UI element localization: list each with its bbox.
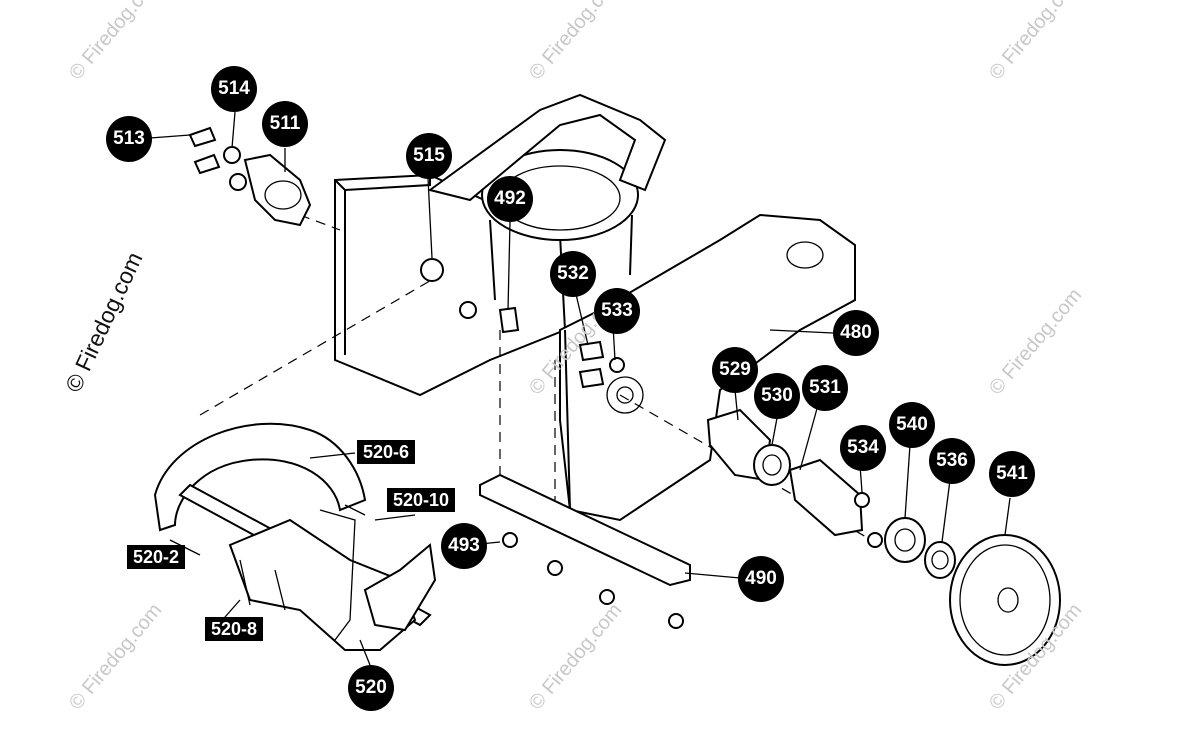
callout-541[interactable]: 541	[989, 451, 1035, 497]
callout-540[interactable]: 540	[889, 402, 935, 448]
scraper-bar-490	[479, 473, 691, 587]
bearing-plate-531	[788, 458, 864, 537]
callout-531[interactable]: 531	[802, 365, 848, 411]
callout-514[interactable]: 514	[211, 66, 257, 112]
bearing-flange-511	[243, 153, 312, 227]
callout-533[interactable]: 533	[594, 288, 640, 334]
callout-530[interactable]: 530	[754, 373, 800, 419]
impeller-paddle	[228, 518, 417, 651]
callout-529[interactable]: 529	[712, 347, 758, 393]
callout-490[interactable]: 490	[738, 556, 784, 602]
callout-493[interactable]: 493	[441, 523, 487, 569]
callout-513[interactable]: 513	[106, 116, 152, 162]
callout-492[interactable]: 492	[487, 176, 533, 222]
tag-520-6[interactable]: 520-6	[357, 440, 416, 464]
impeller-housing-520-2	[153, 422, 367, 532]
tag-520-2[interactable]: 520-2	[127, 545, 186, 569]
handle-frame-top	[427, 93, 667, 202]
callout-534[interactable]: 534	[840, 425, 886, 471]
callout-515[interactable]: 515	[406, 133, 452, 179]
callout-532[interactable]: 532	[550, 251, 596, 297]
tag-520-10[interactable]: 520-10	[387, 488, 456, 512]
tag-520-8[interactable]: 520-8	[205, 617, 264, 641]
callout-536[interactable]: 536	[929, 438, 975, 484]
callout-480[interactable]: 480	[833, 310, 879, 356]
callout-520[interactable]: 520	[348, 665, 394, 711]
callout-511[interactable]: 511	[262, 101, 308, 147]
impeller-bracket-520-10	[363, 543, 437, 632]
